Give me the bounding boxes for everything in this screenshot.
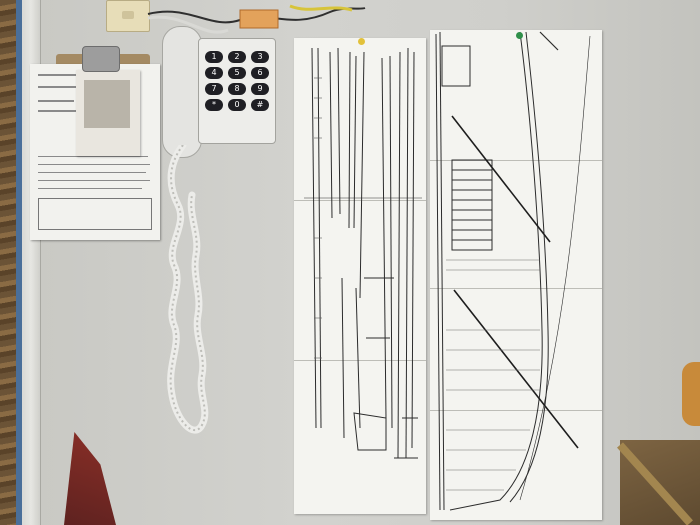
form-text-line: [38, 74, 96, 76]
outlet-slot: [122, 11, 134, 19]
key-1[interactable]: 1: [205, 51, 223, 63]
phone-base: 1 2 3 4 5 6 7 8 9 * 0 #: [198, 38, 276, 144]
hull-drawing: [435, 31, 591, 511]
key-2[interactable]: 2: [228, 51, 246, 63]
key-hash[interactable]: #: [251, 99, 269, 111]
key-7[interactable]: 7: [205, 83, 223, 95]
key-star[interactable]: *: [205, 99, 223, 111]
plan-fold-line: [294, 200, 426, 201]
plan-fold-line: [430, 160, 602, 161]
coiled-phone-cord: [167, 145, 209, 434]
form-text-line: [38, 100, 74, 102]
phone-keypad[interactable]: 1 2 3 4 5 6 7 8 9 * 0 #: [205, 51, 269, 111]
phone-cables: [147, 4, 366, 34]
plan-fold-line: [430, 288, 602, 289]
key-4[interactable]: 4: [205, 67, 223, 79]
clipboard-clip: [82, 46, 120, 72]
note-image: [84, 80, 130, 128]
form-text-line: [38, 110, 78, 112]
form-text-line: [38, 172, 146, 173]
form-text-line: [38, 156, 148, 157]
phone-handset[interactable]: [162, 26, 202, 158]
form-text-line: [38, 180, 150, 181]
yellow-push-pin: [358, 38, 365, 45]
plan-fold-line: [294, 360, 426, 361]
form-text-line: [38, 86, 82, 88]
plan-fold-line: [430, 410, 602, 411]
wall-outlet-box: [106, 0, 150, 32]
form-text-line: [38, 164, 150, 165]
orange-object: [682, 362, 700, 426]
mast-plan-sheet: [294, 38, 426, 514]
hull-plan-sheet: [430, 30, 602, 520]
key-8[interactable]: 8: [228, 83, 246, 95]
key-5[interactable]: 5: [228, 67, 246, 79]
note-card: [76, 70, 140, 156]
form-table: [38, 198, 152, 230]
mast-drawing: [304, 47, 422, 459]
key-3[interactable]: 3: [251, 51, 269, 63]
key-6[interactable]: 6: [251, 67, 269, 79]
key-9[interactable]: 9: [251, 83, 269, 95]
green-push-pin: [516, 32, 523, 39]
blue-trim-strip: [16, 0, 22, 525]
form-text-line: [38, 188, 142, 189]
wooden-stick: [617, 442, 693, 525]
key-0[interactable]: 0: [228, 99, 246, 111]
